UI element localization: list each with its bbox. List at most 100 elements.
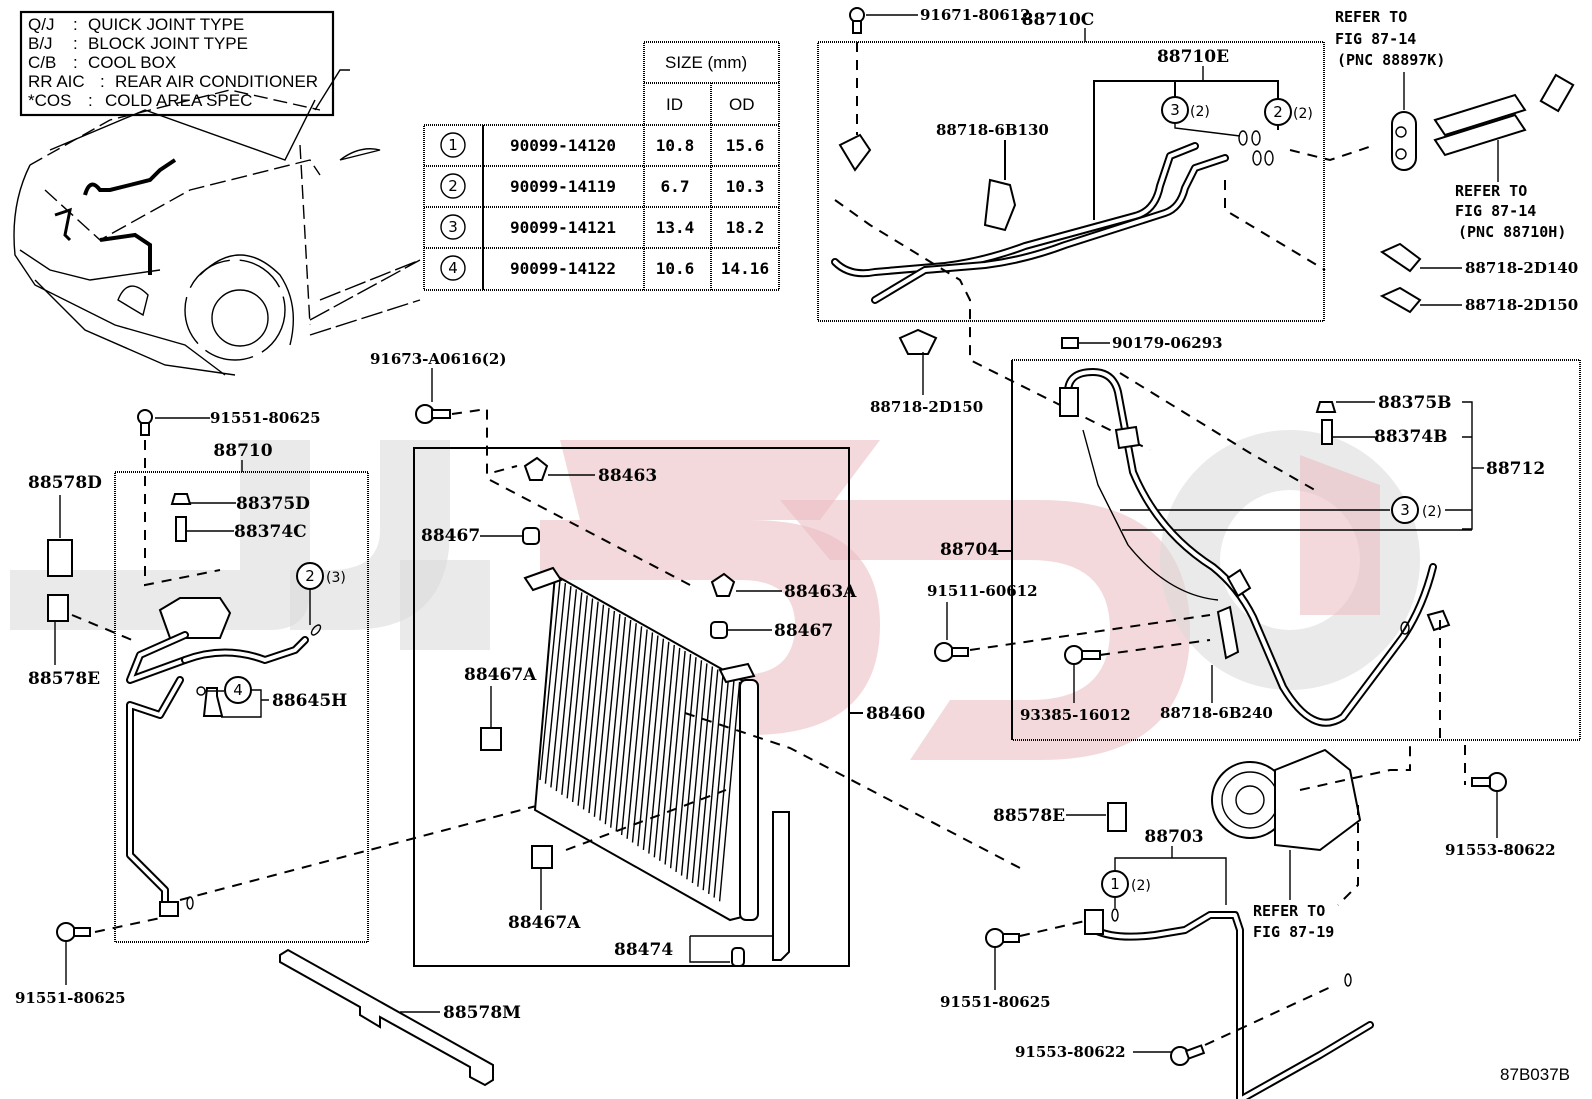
valve-core-icon	[1321, 419, 1333, 445]
svg-text:2: 2	[448, 177, 458, 195]
table-header-od: OD	[729, 95, 755, 114]
table-header-id: ID	[666, 95, 683, 114]
svg-text::: :	[73, 34, 78, 53]
valve-cap-icon	[170, 493, 192, 505]
part-label[interactable]: 88467A	[464, 665, 537, 685]
legend-meaning: REAR AIR CONDITIONER	[115, 72, 318, 91]
svg-text:REFER TO: REFER TO	[1253, 902, 1325, 920]
svg-text:13.4: 13.4	[656, 218, 695, 237]
svg-text::: :	[100, 72, 105, 91]
table-row: 4 90099-14122 10.6 14.16	[440, 255, 769, 281]
legend-meaning: COLD AREA SPEC	[105, 91, 252, 110]
group-88710: 91551-80625 88710 88375D 88374C 2 (3) 4 …	[114, 409, 369, 943]
part-label[interactable]: 88375D	[236, 494, 310, 514]
svg-text:3: 3	[1400, 501, 1410, 519]
legend-abbr: *COS	[28, 91, 71, 110]
cushion-icon	[47, 539, 73, 577]
clamp-88718-2D140[interactable]: 88718-2D140	[1379, 242, 1578, 277]
part-label[interactable]: 88374C	[234, 522, 307, 542]
cushion-88578E-left[interactable]: 88578E	[28, 594, 133, 689]
bolt-icon[interactable]	[849, 7, 865, 34]
part-label[interactable]: 88645H	[272, 691, 347, 711]
mount-cushion-icon	[531, 845, 553, 869]
part-label: 88578M	[443, 1003, 521, 1023]
nut-icon[interactable]	[1061, 337, 1079, 349]
bolt-icon[interactable]	[1170, 1044, 1206, 1066]
svg-text:90099-14121: 90099-14121	[510, 218, 616, 237]
part-label[interactable]: 88460	[866, 704, 925, 724]
bolt-icon[interactable]	[137, 409, 153, 436]
part-label[interactable]: 88718-6B240	[1160, 704, 1273, 722]
svg-text:1: 1	[1110, 875, 1120, 893]
part-label[interactable]: 88710C	[1022, 10, 1095, 30]
bolt-91553-80622-right[interactable]: 91553-80622	[1445, 745, 1556, 859]
svg-text:4: 4	[233, 681, 243, 699]
screw-icon[interactable]	[1064, 645, 1101, 665]
part-label[interactable]: 88467A	[508, 913, 581, 933]
bolt-icon[interactable]	[934, 642, 969, 662]
clamp-icon	[1379, 242, 1422, 273]
svg-text:(PNC 88897K): (PNC 88897K)	[1337, 51, 1445, 69]
pressure-switch-icon	[202, 687, 224, 717]
part-label[interactable]: 91673-A0616(2)	[370, 350, 506, 368]
part-label[interactable]: 88710E	[1157, 47, 1229, 67]
legend-abbr: C/B	[28, 53, 56, 72]
cushion-icon	[47, 594, 69, 622]
bracket-icon	[1216, 605, 1240, 660]
part-label[interactable]: 88467	[421, 526, 480, 546]
svg-text:FIG 87-14: FIG 87-14	[1455, 202, 1536, 220]
bolt-91551-80625-left[interactable]: 91551-80625	[15, 916, 166, 1007]
bolt-icon[interactable]	[415, 404, 451, 424]
part-label[interactable]: 88463	[598, 466, 657, 486]
svg-text:18.2: 18.2	[726, 218, 765, 237]
part-label[interactable]: 91511-60612	[927, 582, 1038, 600]
part-label: 88578E	[28, 669, 100, 689]
svg-text:90099-14119: 90099-14119	[510, 177, 616, 196]
part-label[interactable]: 88578E	[993, 806, 1065, 826]
part-label[interactable]: 88463A	[784, 582, 857, 602]
part-label[interactable]: 88374B	[1374, 427, 1448, 447]
legend-meaning: QUICK JOINT TYPE	[88, 15, 244, 34]
vehicle-front-illustration	[13, 69, 421, 376]
part-label: 88718-2D150	[1465, 296, 1578, 314]
part-label[interactable]: 91671-80612	[920, 6, 1031, 24]
part-label[interactable]: 88704	[940, 540, 999, 560]
desiccant-plug-icon	[731, 947, 745, 967]
group-88460-condenser: 91673-A0616(2) 88460 88463 88467 88463A …	[370, 350, 1021, 967]
svg-text:FIG 87-19: FIG 87-19	[1253, 923, 1334, 941]
part-label[interactable]: 88703	[1144, 827, 1203, 847]
part-label[interactable]: 91551-80625	[940, 993, 1051, 1011]
svg-text:REFER TO: REFER TO	[1335, 8, 1407, 26]
svg-text:10.8: 10.8	[656, 136, 695, 155]
legend-meaning: BLOCK JOINT TYPE	[88, 34, 248, 53]
clamp-88718-2D150-right[interactable]: 88718-2D150	[1379, 286, 1578, 314]
table-row: 2 90099-14119 6.7 10.3	[440, 173, 764, 199]
svg-text:3: 3	[448, 218, 458, 236]
part-label: 88718-2D150	[870, 398, 983, 416]
part-label[interactable]: 88712	[1486, 459, 1545, 479]
part-label[interactable]: 88375B	[1378, 393, 1452, 413]
clamp-88718-2D150-mid[interactable]: 88718-2D150	[870, 328, 983, 416]
svg-text:6.7: 6.7	[661, 177, 690, 196]
valve-cap-icon	[1315, 401, 1337, 413]
svg-text:Q/J: Q/J	[28, 15, 54, 34]
part-label[interactable]: 88474	[614, 940, 673, 960]
bolt-icon[interactable]	[985, 928, 1020, 948]
ref-circle	[1391, 496, 1419, 524]
part-label[interactable]: 88467	[774, 621, 833, 641]
clamp-icon	[983, 178, 1017, 232]
filter-icon	[772, 811, 790, 961]
part-label[interactable]: 90179-06293	[1112, 334, 1223, 352]
part-label[interactable]: 91551-80625	[210, 409, 321, 427]
seal-88578M[interactable]: 88578M	[279, 948, 521, 1087]
clamp-icon	[1379, 286, 1422, 314]
block-joint-icon	[1539, 73, 1575, 113]
cushion-88578D[interactable]: 88578D	[28, 473, 102, 577]
part-label[interactable]: 93385-16012	[1020, 706, 1131, 724]
table-row: 3 90099-14121 13.4 18.2	[440, 214, 765, 240]
part-label[interactable]: 91553-80622	[1015, 1043, 1126, 1061]
svg-text:(2): (2)	[1293, 106, 1313, 122]
part-label[interactable]: 88710	[213, 441, 272, 461]
part-label[interactable]: 88718-6B130	[936, 121, 1049, 139]
